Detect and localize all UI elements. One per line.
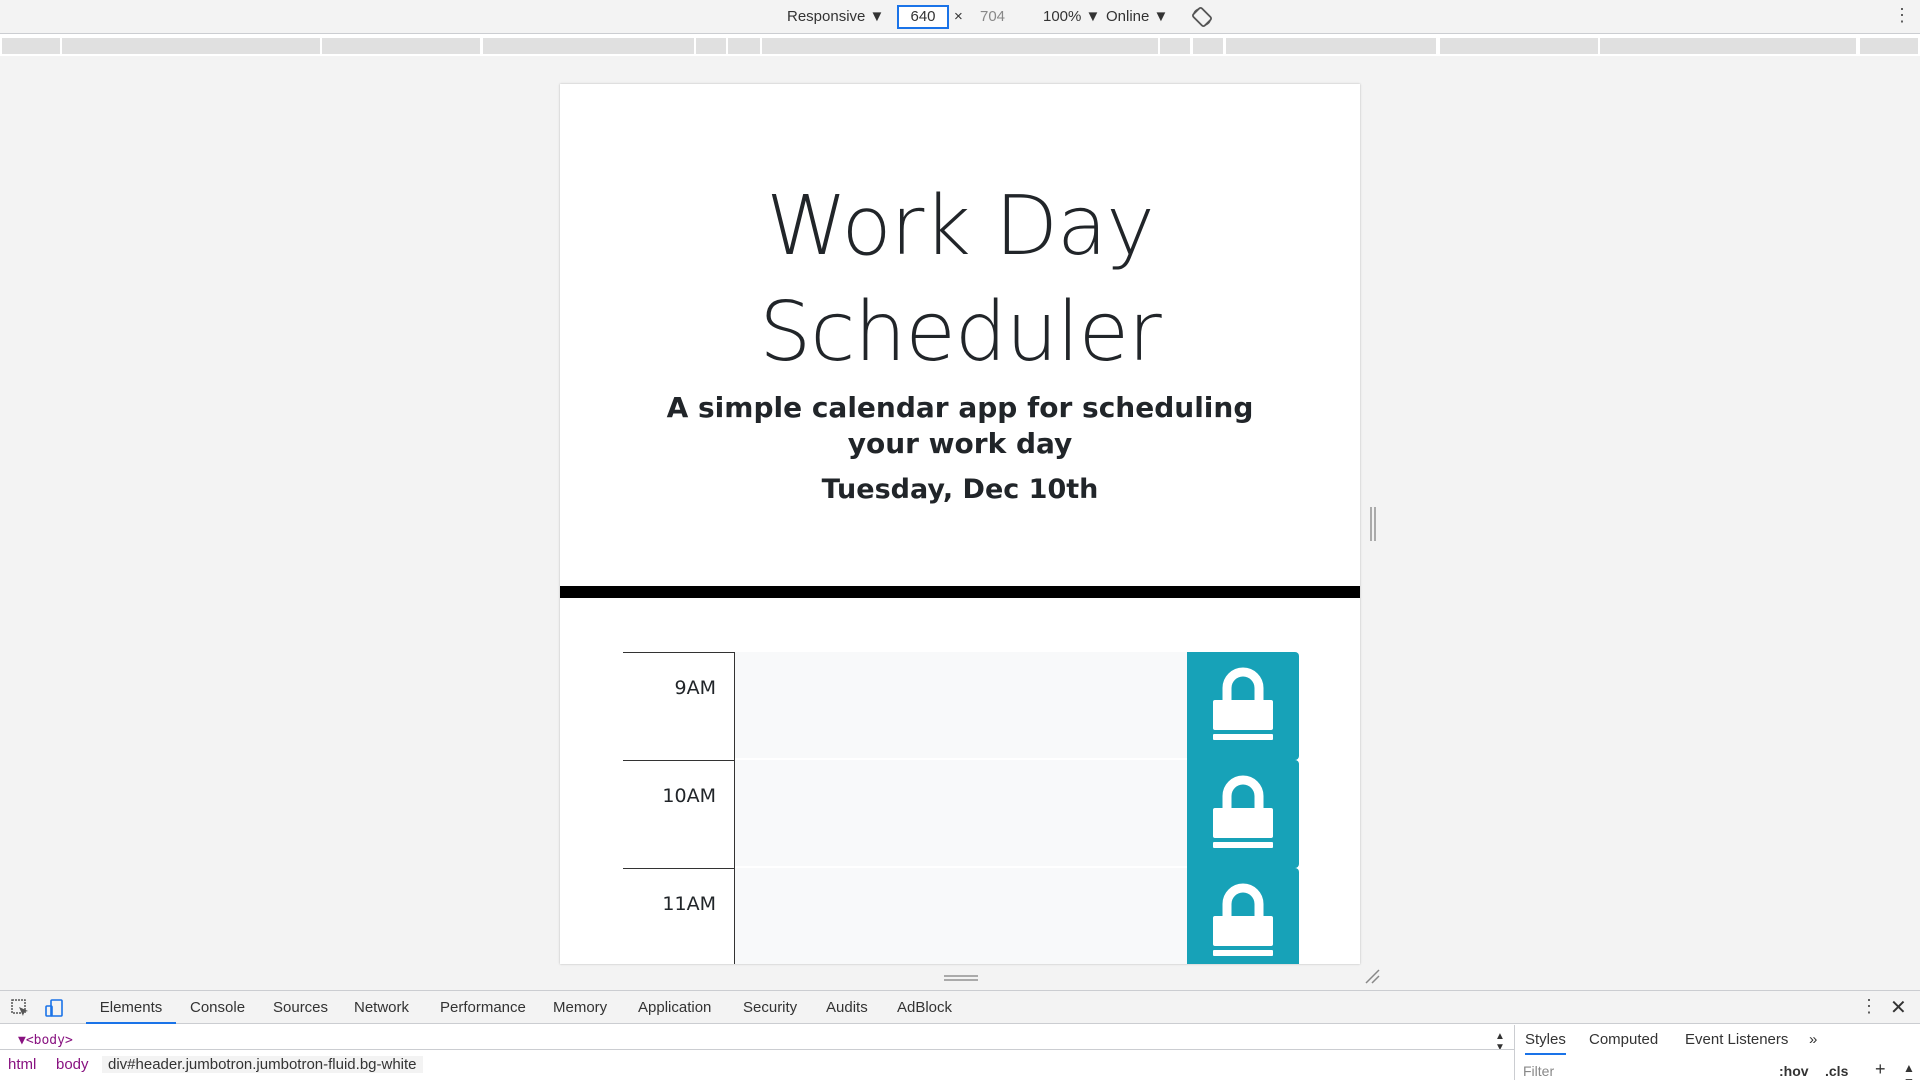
network-throttle-select[interactable]: Online ▼	[1106, 8, 1169, 25]
save-button[interactable]	[1187, 652, 1299, 760]
devtools-panel: Elements Console Sources Network Perform…	[0, 990, 1920, 1080]
tab-audits[interactable]: Audits	[826, 999, 868, 1016]
cls-toggle[interactable]: .cls	[1825, 1063, 1849, 1079]
more-tabs-icon[interactable]: »	[1809, 1031, 1818, 1048]
media-query-segment[interactable]	[762, 38, 1158, 54]
tab-performance[interactable]: Performance	[440, 999, 526, 1016]
elements-pane: ▼<body> ▲▼ html body div#header.jumbotro…	[0, 1025, 1514, 1080]
device-toggle-icon[interactable]	[44, 998, 64, 1018]
styles-pane: Styles Computed Event Listeners » Filter…	[1514, 1025, 1920, 1080]
tab-sources[interactable]: Sources	[273, 999, 329, 1016]
tab-event-listeners[interactable]: Event Listeners	[1685, 1031, 1789, 1048]
zoom-select[interactable]: 100% ▼	[1043, 8, 1101, 25]
tab-elements[interactable]: Elements	[86, 991, 176, 1024]
viewport-width-resize-handle[interactable]	[1370, 507, 1376, 541]
media-query-segment[interactable]	[1600, 38, 1856, 54]
lock-icon	[1211, 880, 1275, 965]
time-block: 9AM	[623, 652, 1299, 760]
description-input[interactable]	[735, 760, 1187, 868]
tab-styles[interactable]: Styles	[1525, 1031, 1566, 1055]
dimension-separator: ×	[954, 8, 963, 25]
inspect-element-icon[interactable]	[10, 998, 30, 1018]
save-button[interactable]	[1187, 760, 1299, 868]
current-day: Tuesday, Dec 10th	[821, 474, 1099, 505]
hour-label: 10AM	[623, 760, 735, 868]
device-select[interactable]: Responsive ▼	[787, 8, 885, 25]
close-icon[interactable]: ✕	[1890, 997, 1907, 1019]
viewport-height-resize-handle[interactable]	[944, 975, 978, 981]
media-query-segment[interactable]	[1440, 38, 1598, 54]
dom-tree-body-node[interactable]: ▼<body>	[18, 1033, 73, 1048]
sidebar-toggle-icon[interactable]: ▲▼	[1903, 1061, 1915, 1080]
media-query-segment[interactable]	[1226, 38, 1436, 54]
media-query-segment[interactable]	[62, 38, 320, 54]
description-input[interactable]	[735, 868, 1187, 964]
hov-toggle[interactable]: :hov	[1779, 1063, 1809, 1079]
media-query-segment[interactable]	[322, 38, 480, 54]
resize-corner-icon[interactable]	[1364, 968, 1380, 984]
toolbar-more-icon[interactable]: ⋮	[1893, 5, 1911, 25]
media-query-segment[interactable]	[1193, 38, 1223, 54]
viewport-height-input[interactable]: 704	[980, 8, 1006, 25]
media-query-segment[interactable]	[2, 38, 60, 54]
lock-icon	[1211, 664, 1275, 749]
breadcrumb: html body div#header.jumbotron.jumbotron…	[0, 1049, 1514, 1080]
media-query-segment[interactable]	[728, 38, 760, 54]
media-query-segment[interactable]	[1160, 38, 1190, 54]
media-query-segment[interactable]	[696, 38, 726, 54]
time-block: 10AM	[623, 760, 1299, 868]
tab-memory[interactable]: Memory	[553, 999, 608, 1016]
tab-computed[interactable]: Computed	[1589, 1031, 1659, 1048]
tab-application[interactable]: Application	[638, 999, 712, 1016]
tab-adblock[interactable]: AdBlock	[897, 999, 953, 1016]
tab-security[interactable]: Security	[743, 999, 798, 1016]
description-input[interactable]	[735, 652, 1187, 760]
media-query-segment[interactable]	[483, 38, 694, 54]
device-toolbar: Responsive ▼ 640 × 704 100% ▼ Online ▼ ⋮	[0, 0, 1920, 34]
emulated-viewport: Work Day Scheduler A simple calendar app…	[560, 84, 1360, 964]
time-block: 11AM	[623, 868, 1299, 964]
breadcrumb-item[interactable]: body	[56, 1056, 89, 1073]
media-query-bar	[0, 36, 1920, 56]
media-query-segment[interactable]	[1860, 38, 1918, 54]
save-button[interactable]	[1187, 868, 1299, 964]
devtools-tabbar: Elements Console Sources Network Perform…	[0, 991, 1920, 1024]
styles-filter-input[interactable]: Filter	[1523, 1063, 1555, 1079]
lock-icon	[1211, 772, 1275, 857]
tab-console[interactable]: Console	[190, 999, 246, 1016]
viewport-width-input[interactable]: 640	[897, 5, 949, 29]
hour-label: 9AM	[623, 652, 735, 760]
breadcrumb-item[interactable]: div#header.jumbotron.jumbotron-fluid.bg-…	[102, 1056, 423, 1073]
breadcrumb-item[interactable]: html	[8, 1056, 37, 1073]
rotate-icon[interactable]	[1191, 6, 1213, 28]
header-jumbotron: Work Day Scheduler A simple calendar app…	[560, 84, 1360, 598]
tab-network[interactable]: Network	[354, 999, 410, 1016]
scroll-arrows-icon[interactable]: ▲▼	[1495, 1031, 1505, 1053]
hour-label: 11AM	[623, 868, 735, 964]
page-title: Work Day Scheduler	[759, 179, 1162, 380]
new-rule-icon[interactable]: +	[1875, 1059, 1886, 1079]
devtools-more-icon[interactable]: ⋮	[1860, 996, 1878, 1016]
page-lead: A simple calendar app for scheduling you…	[666, 391, 1254, 460]
